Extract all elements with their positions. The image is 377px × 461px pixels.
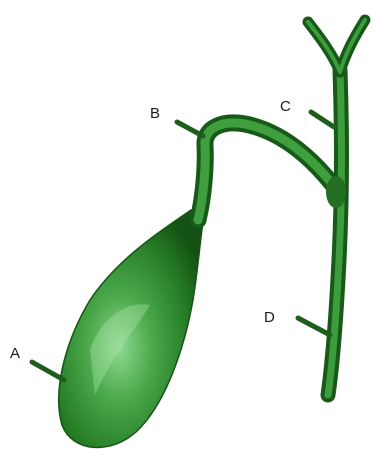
- label-c: C: [280, 98, 291, 115]
- label-d: D: [264, 309, 275, 326]
- label-b: B: [150, 105, 160, 122]
- left-hepatic-shine: [308, 22, 340, 72]
- pointer-a: [32, 362, 64, 380]
- right-hepatic-shine: [340, 20, 365, 72]
- pointer-c: [311, 112, 334, 127]
- cystic-duct: [198, 123, 333, 220]
- pointer-d: [298, 318, 330, 335]
- duct-junction: [326, 176, 346, 208]
- pointer-b: [177, 122, 203, 136]
- label-a: A: [10, 345, 20, 362]
